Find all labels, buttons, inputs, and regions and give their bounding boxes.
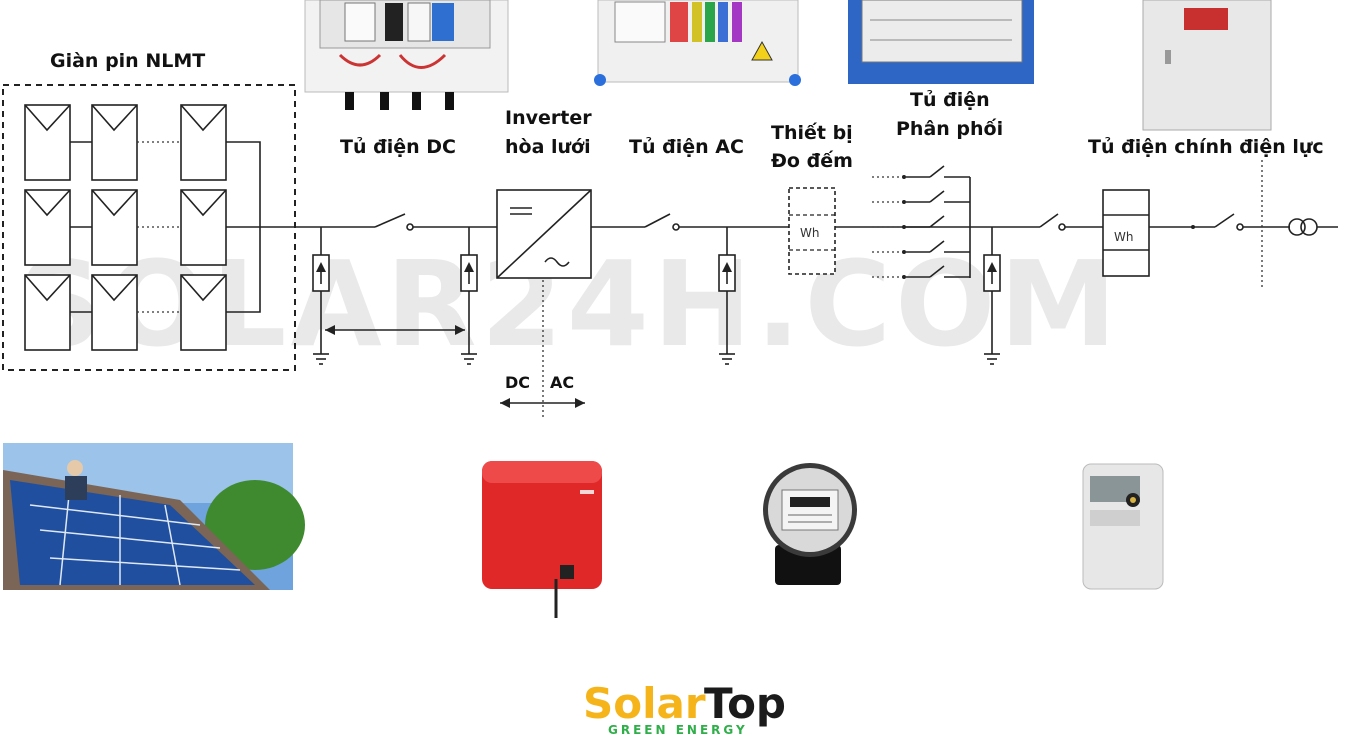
logo-top-text: Top [704,679,786,728]
pv-panel [24,189,71,266]
logo-subtitle: GREEN ENERGY [608,723,748,737]
pv-panel [91,274,138,351]
logo-solar-text: Solar [583,679,706,728]
utility-switch [1039,213,1059,228]
surge-protection [312,227,1001,365]
inverter-label-line2: hòa lưới [505,136,591,158]
digital-meter-photo [1082,463,1164,590]
spd-1 [312,227,330,365]
meter-label-line1: Thiết bị [771,121,853,144]
utility-cabinet-label: Tủ điện chính điện lực [1088,136,1324,158]
pv-panel [91,189,138,266]
distribution-breakers [872,165,970,279]
ac-cabinet-photo [594,0,801,86]
energy-meter-photo [763,463,857,585]
dc-label: DC [505,373,530,392]
utility-wh-text: Wh [1114,230,1133,244]
ac-cabinet-label: Tủ điện AC [629,136,744,158]
ac-switch [644,213,671,228]
pv-panel [180,189,227,266]
meter-symbol [788,187,836,275]
meter-wh-text: Wh [800,226,819,240]
spd-3 [718,227,736,365]
solartop-logo: Solar Top GREEN ENERGY [583,679,786,737]
utility-cabinet-photo [1142,0,1272,131]
pv-panel [180,104,227,181]
dc-cabinet-label: Tủ điện DC [340,136,456,158]
spd-2 [460,227,478,365]
dc-cabinet-photo [304,0,509,110]
pv-panel [24,104,71,181]
solar-roof-photo [3,443,305,590]
pv-panel [180,274,227,351]
distribution-label-line1: Tủ điện [910,89,990,111]
main-bus: Wh Wh [295,160,1338,290]
spd-4 [983,227,1001,365]
distribution-cabinet-photo [848,0,1034,84]
transformer-symbol [1288,218,1306,236]
ac-label: AC [550,373,574,392]
inverter-photo [482,461,602,618]
pv-panel [91,104,138,181]
inverter-label-line1: Inverter [505,107,592,129]
pv-panels [24,104,295,351]
distribution-label-line2: Phân phối [896,117,1003,140]
utility-meter-symbol [1102,189,1150,277]
meter-label-line2: Đo đếm [771,149,853,172]
pv-array-label: Giàn pin NLMT [50,50,205,72]
pv-panel [24,274,71,351]
dc-switch [374,213,406,228]
